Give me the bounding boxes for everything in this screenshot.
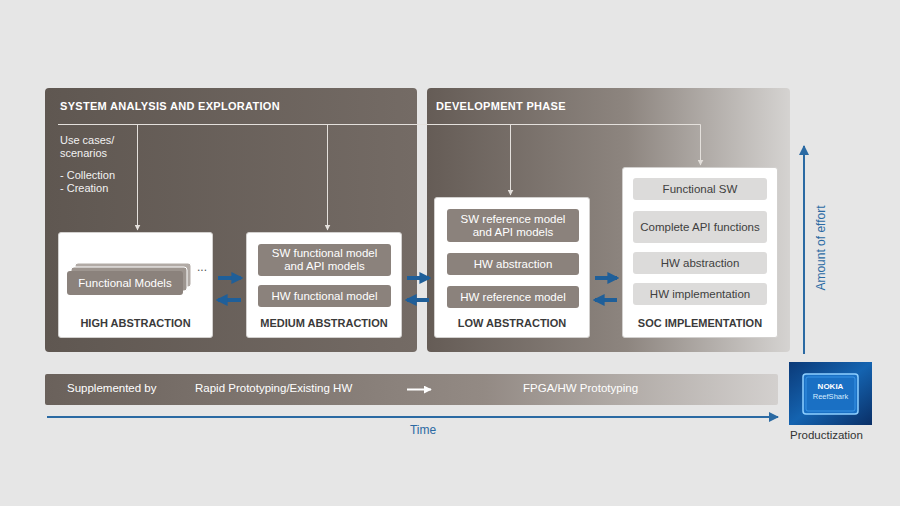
node-text: SW reference model and API models (453, 213, 573, 239)
effort-axis (803, 146, 805, 354)
flow-arrow (595, 298, 617, 302)
leader-line (327, 125, 328, 231)
chip-picture (789, 362, 872, 425)
leader-line (510, 125, 511, 196)
node-text: HW functional model (271, 290, 377, 303)
model-box: HW abstraction (447, 253, 579, 275)
node-text: SYSTEM ANALYSIS AND EXPLORATION (60, 100, 280, 112)
time-axis (47, 416, 778, 418)
leader-line (137, 125, 138, 231)
node-text: HW implementation (650, 288, 750, 301)
use-case-leaders (58, 125, 701, 231)
leader-line (700, 125, 701, 166)
abstraction-box: LOW ABSTRACTION SW reference model and AP… (434, 197, 590, 338)
implementation-item: HW abstraction (633, 252, 767, 274)
node-text: HW abstraction (474, 258, 553, 271)
node-text: Supplemented by (67, 382, 157, 394)
model-box: HW functional model (258, 285, 391, 307)
node-text: HW reference model (460, 291, 565, 304)
phase-panel: DEVELOPMENT PHASE LOW ABSTRACTION SW refer… (427, 88, 790, 352)
flow-arrow (218, 298, 241, 302)
node-text: Functional SW (663, 183, 738, 196)
node-text: ReefShark (789, 392, 872, 401)
implementation-item: Complete API functions (633, 211, 767, 243)
abstraction-box: MEDIUM ABSTRACTION SW functional model an… (246, 232, 402, 338)
prototyping-band-ground (45, 374, 778, 405)
flow-arrow (407, 276, 429, 280)
implementation-box: SOC IMPLEMENTATION Functional SW Complete … (622, 167, 778, 338)
node-text: SOC IMPLEMENTATION (623, 317, 777, 329)
node-text: Rapid Prototyping/Existing HW (195, 382, 352, 394)
model-box: Functional Models (67, 271, 183, 295)
model-box: SW functional model and API models (258, 244, 391, 276)
node-text: FPGA/HW Prototyping (523, 382, 638, 394)
band-arrow (407, 389, 431, 391)
node-text: - Creation (60, 182, 170, 195)
phase-panel: SYSTEM ANALYSIS AND EXPLORATION Use cases… (45, 88, 417, 352)
prototyping-band: Supplemented by Rapid Prototyping/Existin… (45, 374, 778, 405)
phase-panel-ground (427, 88, 790, 352)
axis-label: Time (398, 423, 448, 437)
node-text: ... (197, 260, 207, 274)
node-text: DEVELOPMENT PHASE (436, 100, 566, 112)
node-text: LOW ABSTRACTION (435, 317, 589, 329)
flow-arrow (407, 298, 429, 302)
node-text: Use cases/ scenarios (60, 134, 126, 160)
implementation-item: HW implementation (633, 283, 767, 305)
node-text: - Collection (60, 169, 170, 182)
product-label: Productization (790, 429, 863, 441)
chip-product: NOKIAReefShark (789, 362, 872, 425)
node-text: NOKIA (789, 382, 872, 391)
model-box: HW reference model (447, 286, 579, 308)
abstraction-box: ... HIGH ABSTRACTION Functional Models (58, 232, 213, 338)
flow-arrow (595, 276, 617, 280)
node-text: MEDIUM ABSTRACTION (247, 317, 401, 329)
node-text: SW functional model and API models (264, 247, 385, 273)
node-text: Functional Models (78, 277, 171, 290)
leader-line (58, 124, 701, 125)
node-text: Complete API functions (640, 221, 760, 234)
phase-panel-ground (45, 88, 417, 352)
model-box: SW reference model and API models (447, 209, 579, 242)
axis-label: Amount of effort (814, 205, 828, 290)
implementation-item: Functional SW (633, 178, 767, 200)
flow-arrow (218, 276, 241, 280)
node-text: HIGH ABSTRACTION (59, 317, 212, 329)
node-text: HW abstraction (661, 257, 740, 270)
